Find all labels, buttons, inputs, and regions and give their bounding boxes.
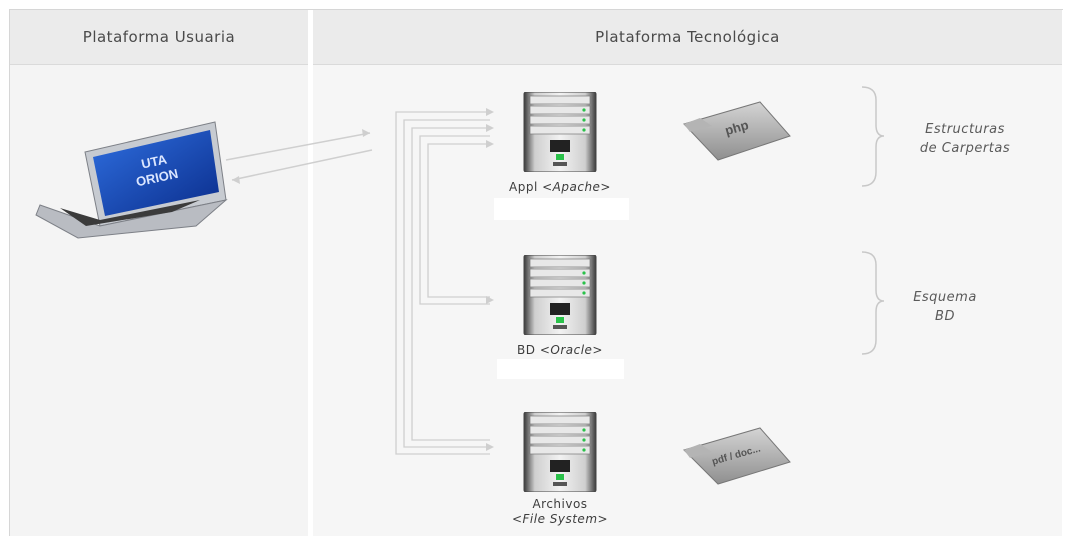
oracle-blank-box <box>497 359 624 379</box>
apache-server-icon <box>523 92 597 172</box>
schema-brace <box>861 251 885 355</box>
structure-brace <box>861 86 885 187</box>
pdf-folder-icon: pdf / doc... <box>683 427 791 485</box>
user-platform-panel <box>10 10 308 536</box>
connector-arrowheads <box>486 108 494 451</box>
structure-line2: de Carpertas <box>919 141 1011 156</box>
oracle-server-icon <box>523 255 597 335</box>
structure-line1: Estructuras <box>925 122 1005 137</box>
schema-line2: BD <box>935 309 955 324</box>
filesystem-server-detail: <File System> <box>511 512 609 526</box>
structure-annotation: Estructuras de Carpertas <box>900 120 1030 158</box>
server-connectors <box>395 111 490 455</box>
laptop-icon: UTA ORION <box>35 121 228 239</box>
oracle-server-caption: BD <Oracle> <box>490 343 630 358</box>
client-connection <box>225 129 373 184</box>
laptop-screen-line1: UTA <box>140 151 169 171</box>
php-folder-label: php <box>723 117 750 138</box>
filesystem-server-name: Archivos <box>532 497 588 511</box>
diagram-frame <box>9 9 1063 536</box>
oracle-server-detail: <Oracle> <box>539 343 603 357</box>
php-folder-icon: php <box>683 101 791 161</box>
oracle-server-name: BD <box>517 343 536 357</box>
filesystem-server-caption: Archivos <File System> <box>490 497 630 527</box>
apache-server-name: Appl <box>509 180 538 194</box>
apache-blank-box <box>494 198 629 220</box>
apache-server-detail: <Apache> <box>542 180 611 194</box>
tech-platform-panel <box>313 10 1062 536</box>
apache-server-caption: Appl <Apache> <box>490 180 630 195</box>
schema-annotation: Esquema BD <box>890 288 1000 326</box>
schema-line1: Esquema <box>913 290 977 305</box>
user-platform-header: Plataforma Usuaria <box>10 10 308 65</box>
braces <box>861 86 885 355</box>
tech-platform-header: Plataforma Tecnológica <box>313 10 1062 65</box>
filesystem-server-icon <box>523 412 597 492</box>
